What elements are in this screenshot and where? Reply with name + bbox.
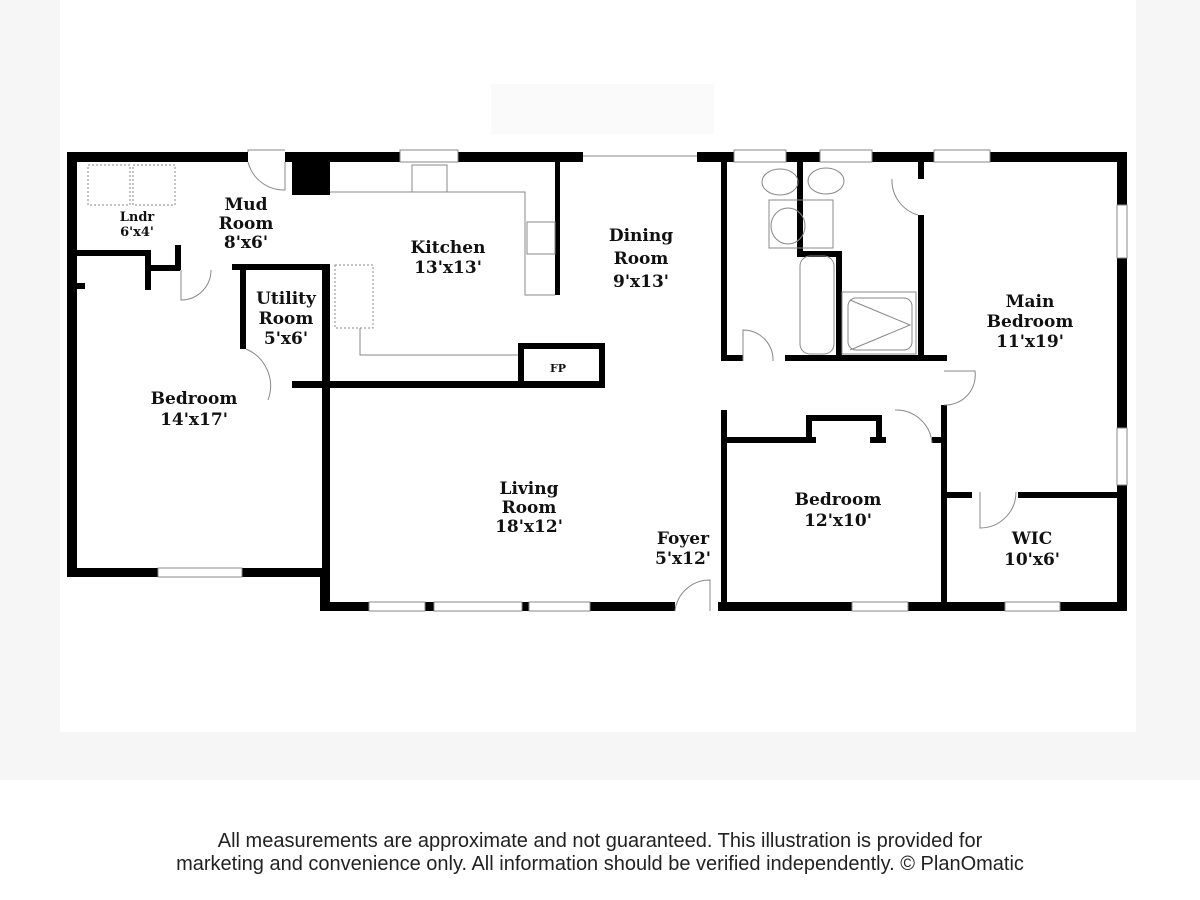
foyer-size: 5'x12' <box>655 549 711 569</box>
bedroom-left-name: Bedroom <box>151 389 238 409</box>
dining-room-name-2: Room <box>614 249 669 269</box>
utility-room-size: 5'x6' <box>264 329 308 349</box>
dining-room-name-1: Dining <box>609 226 673 246</box>
living-room-size: 18'x12' <box>495 517 563 537</box>
laundry-size: 6'x4' <box>120 225 154 240</box>
laundry-name: Lndr <box>120 210 155 225</box>
living-room-name-1: Living <box>500 479 559 499</box>
living-room-name-2: Room <box>502 498 557 518</box>
mud-room-name-1: Mud <box>224 195 267 215</box>
bedroom-right-name: Bedroom <box>795 490 882 510</box>
dining-room-size: 9'x13' <box>613 272 669 292</box>
utility-room-name-1: Utility <box>256 289 317 309</box>
kitchen-size: 13'x13' <box>414 258 482 278</box>
kitchen-name: Kitchen <box>411 238 486 258</box>
mud-room-size: 8'x6' <box>224 233 268 253</box>
wic-name: WIC <box>1011 529 1053 549</box>
header-placeholder <box>491 84 714 134</box>
fireplace-label: FP <box>550 362 566 375</box>
bedroom-left-size: 14'x17' <box>160 410 228 430</box>
disclaimer: All measurements are approximate and not… <box>0 780 1200 900</box>
bedroom-right-size: 12'x10' <box>804 511 872 531</box>
main-bedroom-name-2: Bedroom <box>987 312 1074 332</box>
wic-size: 10'x6' <box>1004 550 1060 570</box>
disclaimer-line-1: All measurements are approximate and not… <box>217 830 983 852</box>
fixtures <box>87 149 1128 612</box>
walls <box>67 152 1127 611</box>
disclaimer-line-2: marketing and convenience only. All info… <box>176 853 1024 875</box>
mud-room-name-2: Room <box>219 214 274 234</box>
main-bedroom-name-1: Main <box>1006 292 1055 312</box>
utility-room-name-2: Room <box>259 309 314 329</box>
main-bedroom-size: 11'x19' <box>996 332 1064 352</box>
foyer-name: Foyer <box>657 529 710 549</box>
